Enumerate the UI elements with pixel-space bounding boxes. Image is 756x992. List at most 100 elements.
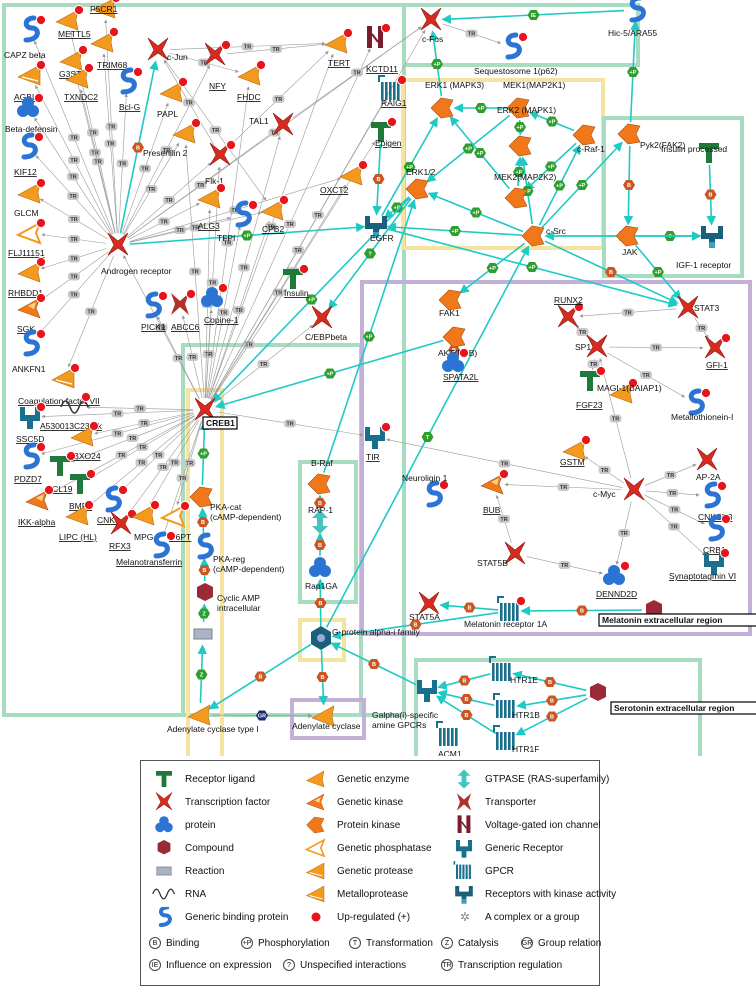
node-melr1a[interactable]: Melatonin receptor 1A bbox=[464, 595, 547, 629]
node-csrc[interactable]: c-Src bbox=[521, 225, 567, 247]
node-gpai[interactable]: G-protein alpha-i family bbox=[311, 626, 421, 650]
node-pick1[interactable]: PICK1 bbox=[141, 290, 169, 332]
node-txndc2[interactable]: TXNDC2 bbox=[64, 62, 98, 102]
node-pkareg[interactable]: PKA-reg(cAMP-dependent) bbox=[197, 532, 285, 574]
node-craf[interactable]: c-Raf-1 bbox=[572, 124, 605, 154]
node-insproc[interactable]: Insulin processed bbox=[661, 143, 727, 163]
node-oxct2[interactable]: OXCT2 bbox=[320, 159, 369, 195]
node-stat5b[interactable]: STAT5B bbox=[477, 541, 526, 568]
node-adcy1[interactable]: Adenylate cyclase type I bbox=[167, 704, 259, 734]
node-erk1[interactable]: ERK1 (MAPK3) bbox=[425, 80, 484, 119]
node-capz[interactable]: CAPZ beta bbox=[4, 14, 47, 60]
node-pyk2[interactable]: Pyk2(FAK2) bbox=[617, 123, 686, 150]
node-ssc5d[interactable]: SSC5D bbox=[16, 401, 47, 444]
node-epigen[interactable]: Epigen bbox=[371, 116, 402, 148]
node-cebp[interactable]: C/EBPbeta bbox=[305, 305, 347, 342]
node-ccl19[interactable]: CCL19 bbox=[46, 450, 77, 494]
node-agbl3[interactable]: AGBL3 bbox=[14, 59, 47, 102]
node-braf[interactable]: B-Raf bbox=[307, 458, 333, 495]
node-papl[interactable]: PAPL bbox=[157, 76, 189, 119]
node-rhbdd1[interactable]: RHBDD1 bbox=[8, 256, 47, 298]
node-adcy[interactable]: Adenylate cyclase bbox=[292, 705, 361, 731]
node-ikka[interactable]: IKK-alpha bbox=[18, 484, 56, 527]
node-betadef[interactable]: Beta-defensin bbox=[5, 92, 58, 134]
node-copine[interactable]: Copine-1 bbox=[201, 282, 239, 325]
node-fhdc[interactable]: FHDC bbox=[237, 59, 267, 102]
node-cfos[interactable]: c-Fos bbox=[420, 7, 443, 44]
node-tert[interactable]: TERT bbox=[324, 27, 354, 68]
node-bmp3[interactable]: BMP3 bbox=[69, 468, 97, 511]
node-igf1r[interactable]: IGF-1 receptor bbox=[676, 226, 731, 270]
node-runx2[interactable]: RUNX2 bbox=[554, 295, 585, 328]
node-flj[interactable]: FLJ11151 bbox=[8, 217, 47, 258]
node-metallo[interactable]: Metallothionein-I bbox=[671, 387, 733, 422]
node-neuroligin[interactable]: Neuroligin 1 bbox=[402, 473, 450, 508]
node-rap1ga[interactable]: Rap1GA bbox=[305, 557, 338, 591]
node-nfy[interactable]: NFY bbox=[204, 39, 232, 91]
node-flk1[interactable]: Flk-1 bbox=[205, 139, 237, 186]
node-abcc6[interactable]: ABCC6 bbox=[171, 288, 200, 332]
node-hic5[interactable]: Hic-5/ARA55 bbox=[608, 0, 657, 38]
node-cpb2[interactable]: CPB2 bbox=[260, 194, 290, 234]
node-lipc[interactable]: LIPC (HL) bbox=[59, 499, 97, 542]
node-p5cr1[interactable]: P5CR1 bbox=[90, 0, 121, 19]
node-a530[interactable]: A530013C23Rik bbox=[40, 391, 103, 431]
node-mpg[interactable]: MPG bbox=[131, 499, 161, 542]
node-creb1[interactable]: CREB1 bbox=[194, 397, 238, 430]
node-cnk1[interactable]: CNK1 bbox=[97, 484, 129, 525]
node-gstm[interactable]: GSTM bbox=[560, 434, 592, 467]
node-fgf23[interactable]: FGF23 bbox=[576, 365, 607, 410]
node-cmyc[interactable]: c-Myc bbox=[593, 477, 645, 501]
node-mettl5[interactable]: METTL5 bbox=[55, 4, 91, 39]
node-cjun[interactable]: c-Jun bbox=[147, 37, 188, 62]
node-rap1[interactable]: RAP-1 bbox=[308, 505, 333, 534]
node-glcm[interactable]: GLCM bbox=[14, 177, 47, 218]
node-magi[interactable]: MAGI-1(BAIAP1) bbox=[597, 377, 662, 404]
node-ankfn1[interactable]: ANKFN1 bbox=[12, 328, 47, 374]
node-dennd2d[interactable]: DENND2D bbox=[596, 560, 637, 599]
node-ar[interactable]: Androgen receptor bbox=[101, 232, 172, 276]
node-serex[interactable]: Serotonin extracellular region bbox=[590, 683, 756, 715]
node-insulin[interactable]: Insulin bbox=[283, 263, 310, 298]
node-htr1e[interactable]: HTR1E bbox=[489, 656, 538, 685]
node-tal1[interactable]: TAL1 bbox=[249, 112, 294, 136]
node-gfi1[interactable]: GFI-1 bbox=[704, 332, 732, 370]
node-raig1[interactable]: RAIG1 bbox=[378, 74, 408, 108]
node-crb1[interactable]: CRB1 bbox=[703, 513, 732, 555]
node-fbxo24[interactable]: FBXO24 bbox=[68, 420, 101, 461]
node-jak[interactable]: JAK bbox=[615, 225, 639, 257]
node-egfr[interactable]: EGFR bbox=[365, 216, 394, 243]
node-stat5a[interactable]: STAT5A bbox=[409, 591, 440, 622]
node-kctd11[interactable]: KCTD11 bbox=[366, 22, 398, 74]
node-tir[interactable]: TIR bbox=[365, 421, 392, 462]
node-stat3[interactable]: STAT3 bbox=[677, 295, 719, 319]
node-g6pt[interactable]: G6PT bbox=[159, 500, 191, 542]
node-erk2[interactable]: ERK2 (MAPK1) bbox=[497, 105, 556, 157]
node-trim68[interactable]: TRIM68 bbox=[90, 26, 128, 70]
node-bclg[interactable]: Bcl-G bbox=[119, 66, 144, 112]
node-sgk[interactable]: SGK bbox=[17, 292, 47, 334]
node-coag7[interactable]: Coagulation factor VII bbox=[18, 362, 100, 406]
node-tfpi[interactable]: TFPI bbox=[217, 199, 259, 243]
node-pdzd7[interactable]: PDZD7 bbox=[14, 441, 47, 484]
node-presenilin[interactable]: Presenilin 2 bbox=[143, 117, 202, 158]
node-ap2a[interactable]: AP-2A bbox=[696, 447, 721, 482]
node-melanotf[interactable]: Melanotransferrin bbox=[116, 530, 182, 567]
node-kif12[interactable]: KIF12 bbox=[14, 131, 45, 177]
node-alg3[interactable]: ALG3 bbox=[197, 182, 227, 231]
node-reaction[interactable] bbox=[193, 628, 213, 640]
node-sp1[interactable]: SP1 bbox=[575, 334, 608, 358]
node-melex[interactable]: Melatonin extracellular region bbox=[598, 600, 756, 627]
node-fak1[interactable]: FAK1 bbox=[438, 289, 462, 318]
node-seq1[interactable]: Sequestosome 1(p62) bbox=[474, 31, 558, 76]
node-synaptotag[interactable]: Synaptotagmin VI bbox=[669, 547, 736, 581]
node-rfx3[interactable]: RFX3 bbox=[109, 508, 138, 551]
node-acm1[interactable]: ACM1 bbox=[436, 721, 462, 756]
node-aktpkb[interactable]: AKT(PKB) bbox=[438, 326, 477, 358]
node-htr1f[interactable]: HTR1F bbox=[493, 725, 539, 754]
node-bub[interactable]: BUB bbox=[480, 468, 510, 515]
node-pkacat[interactable]: PKA-cat(cAMP-dependent) bbox=[189, 486, 282, 522]
node-spata[interactable]: SPATA2L bbox=[442, 347, 479, 382]
